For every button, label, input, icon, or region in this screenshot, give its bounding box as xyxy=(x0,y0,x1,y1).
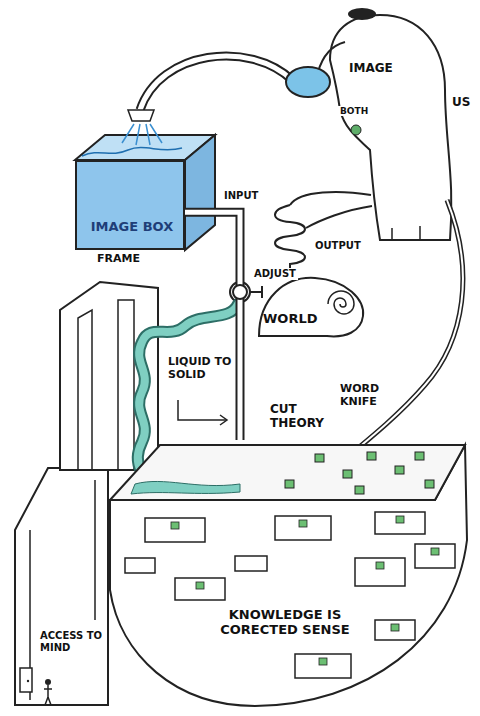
drawer-cube xyxy=(431,548,439,555)
person-figure xyxy=(44,685,52,705)
knowledge-cube xyxy=(355,486,364,494)
knowledge-cube xyxy=(367,452,376,460)
frame-tower xyxy=(15,468,108,705)
knowledge-drawer xyxy=(375,620,415,640)
shower-pipe-inner xyxy=(140,56,292,110)
input-tube xyxy=(290,192,371,205)
creature-eye xyxy=(351,125,361,135)
door-knob xyxy=(27,680,29,682)
node-text: IMAGE BOX xyxy=(83,220,181,235)
shower-head xyxy=(128,110,154,121)
drawer-cube xyxy=(376,562,384,569)
drawer-cube xyxy=(299,520,307,527)
knowledge-drawer xyxy=(295,654,351,678)
shower-pipe xyxy=(140,56,292,110)
world-coil xyxy=(275,205,305,270)
image-box: IMAGE BOX xyxy=(75,160,185,250)
output-tube xyxy=(306,206,372,228)
box-side xyxy=(185,135,215,250)
creature-legs xyxy=(392,226,420,240)
valve-wheel xyxy=(233,285,247,299)
knowledge-drawer xyxy=(175,578,225,600)
knowledge-cabinet-outline xyxy=(105,440,472,712)
input-label: INPUT xyxy=(222,190,260,202)
knowledge-cube xyxy=(415,452,424,460)
frame-slot xyxy=(30,480,95,700)
word-knife-label: WORD KNIFE xyxy=(338,383,392,408)
liquid-label: LIQUID TO SOLID xyxy=(166,356,234,381)
node-text: WORLD xyxy=(263,312,323,327)
knowledge-cube xyxy=(315,454,324,462)
knowledge-drawer xyxy=(415,544,455,568)
knowledge-drawer xyxy=(235,556,267,571)
image-label: IMAGE xyxy=(347,62,395,76)
drawer-cube xyxy=(396,516,404,523)
cabinet-front xyxy=(110,445,467,706)
valve-handle xyxy=(250,286,262,298)
both-label: BOTH xyxy=(338,106,370,116)
person-head xyxy=(45,679,51,685)
knowledge-cube xyxy=(343,470,352,478)
pipe-connector xyxy=(185,212,240,440)
access-door xyxy=(20,668,32,692)
knowledge-drawer xyxy=(125,558,155,573)
knowledge-cube xyxy=(425,480,434,488)
cut-theory-label: CUT THEORY xyxy=(268,403,344,431)
output-label: OUTPUT xyxy=(313,240,363,252)
pipe-inner xyxy=(185,212,240,440)
solid-arrow xyxy=(178,400,226,420)
us-label: US xyxy=(450,96,472,110)
knowledge-drawer xyxy=(145,518,205,542)
drawer-cube xyxy=(319,658,327,665)
knowledge-drawer xyxy=(375,512,425,534)
solid-slab xyxy=(131,481,240,494)
creature-trunk xyxy=(318,42,345,72)
solid-arrow-head xyxy=(220,415,227,425)
knowledge-drawer xyxy=(355,558,405,586)
frame-label: FRAME xyxy=(95,253,142,266)
knowledge-cube xyxy=(395,466,404,474)
water-wave xyxy=(82,148,182,156)
adjust-label: ADJUST xyxy=(252,268,298,280)
knowledge-drawer xyxy=(275,516,331,540)
frame-slot xyxy=(78,300,134,470)
world-shell xyxy=(259,278,363,336)
pipe-outline xyxy=(185,212,240,440)
node-text: KNOWLEDGE IS CORECTED SENSE xyxy=(215,608,355,638)
adjust-valve xyxy=(230,282,250,302)
drawer-cube xyxy=(171,522,179,529)
drawer-cube xyxy=(391,624,399,631)
access-label: ACCESS TO MIND xyxy=(38,630,104,653)
knowledge-cabinet: KNOWLEDGE IS CORECTED SENSE xyxy=(105,440,472,712)
image-funnel xyxy=(286,67,330,97)
knowledge-cube xyxy=(285,480,294,488)
shower-spray xyxy=(122,124,162,145)
drawer-cube xyxy=(196,582,204,589)
cabinet-top xyxy=(110,445,465,500)
creature-body xyxy=(330,15,451,240)
creature-cap xyxy=(348,8,376,20)
world-spiral xyxy=(328,291,354,314)
